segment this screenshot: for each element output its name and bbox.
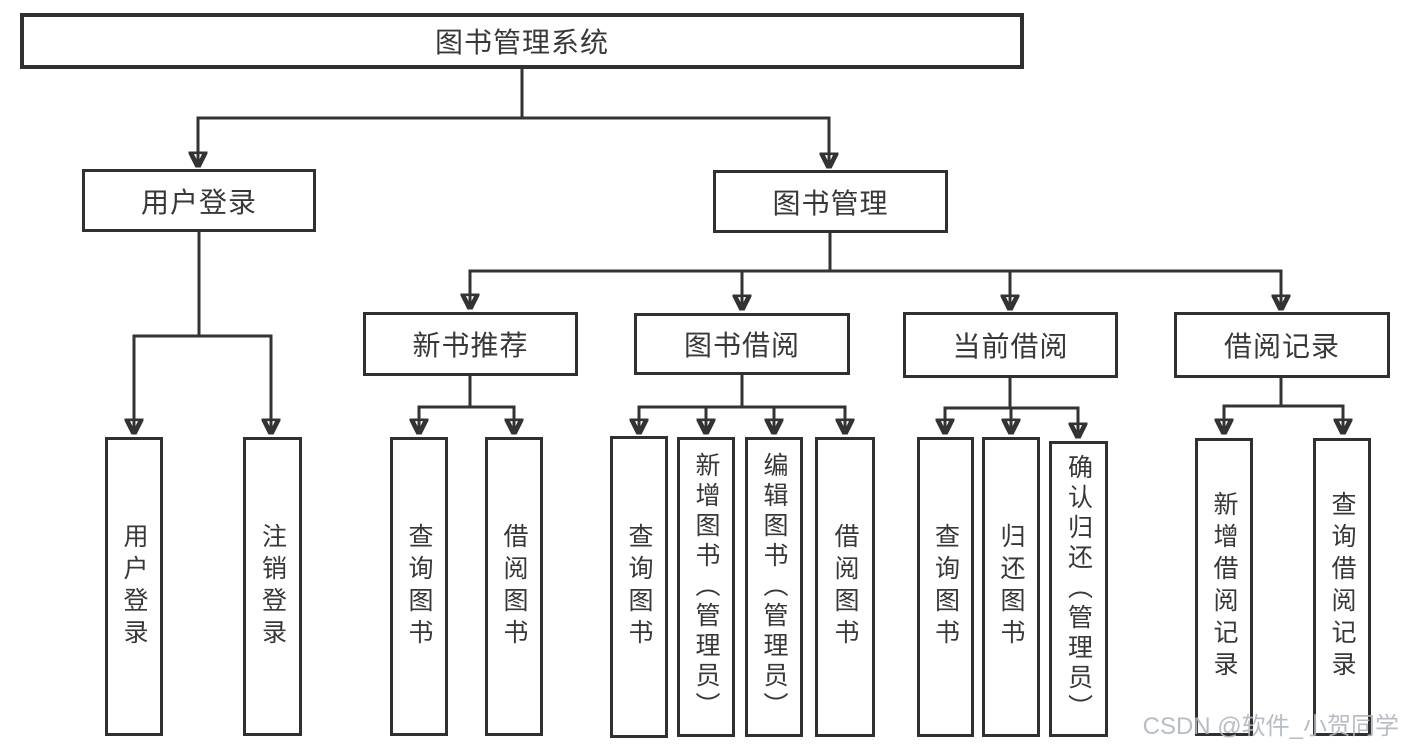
leaf-edit-books-admin: 编辑图书（管理员） xyxy=(745,437,803,737)
leaf-label: 新增图书（管理员） xyxy=(692,452,720,722)
node-book-management: 图书管理 xyxy=(713,170,948,233)
node-current-borrowing: 当前借阅 xyxy=(903,312,1118,378)
leaf-label: 用户登录 xyxy=(120,522,148,651)
leaf-borrow-books-recommend: 借阅图书 xyxy=(485,437,543,736)
node-label: 当前借阅 xyxy=(952,331,1069,362)
leaf-confirm-return-admin: 确认归还（管理员） xyxy=(1049,441,1108,737)
node-new-book-recommendation: 新书推荐 xyxy=(363,312,578,376)
leaf-label: 查询借阅记录 xyxy=(1328,491,1356,683)
leaf-add-books-admin: 新增图书（管理员） xyxy=(677,437,735,737)
leaf-label: 注销登录 xyxy=(258,522,287,651)
leaf-label: 查询图书 xyxy=(625,523,653,651)
leaf-query-books-borrow: 查询图书 xyxy=(610,436,668,738)
node-label: 图书管理系统 xyxy=(434,27,609,58)
node-label: 图书借阅 xyxy=(683,330,800,361)
node-book-borrowing: 图书借阅 xyxy=(634,313,850,375)
leaf-borrow-books: 借阅图书 xyxy=(815,437,875,737)
leaf-label: 借阅图书 xyxy=(831,523,859,651)
node-label: 图书管理 xyxy=(772,187,889,219)
leaf-add-borrow-record: 新增借阅记录 xyxy=(1195,438,1253,736)
node-label: 用户登录 xyxy=(140,186,257,218)
node-library-management-system: 图书管理系统 xyxy=(20,13,1024,69)
leaf-query-books-current: 查询图书 xyxy=(917,437,974,737)
leaf-label: 借阅图书 xyxy=(500,522,528,651)
node-user-login: 用户登录 xyxy=(82,169,316,232)
leaf-label: 查询图书 xyxy=(931,523,960,651)
connector-stems xyxy=(197,69,1283,408)
leaf-label: 归还图书 xyxy=(997,523,1025,651)
leaf-label: 编辑图书（管理员） xyxy=(760,452,788,722)
leaf-user-login: 用户登录 xyxy=(105,437,163,736)
node-borrowing-records: 借阅记录 xyxy=(1174,312,1390,378)
leaf-label: 新增借阅记录 xyxy=(1210,491,1238,683)
leaf-return-books: 归还图书 xyxy=(982,437,1040,737)
leaf-logout: 注销登录 xyxy=(243,437,302,736)
leaf-label: 确认归还（管理员） xyxy=(1064,454,1093,724)
leaf-query-books-recommend: 查询图书 xyxy=(390,437,448,736)
leaf-query-borrow-record: 查询借阅记录 xyxy=(1313,438,1371,736)
leaf-label: 查询图书 xyxy=(405,522,433,651)
node-label: 新书推荐 xyxy=(412,330,529,361)
node-label: 借阅记录 xyxy=(1223,331,1340,362)
